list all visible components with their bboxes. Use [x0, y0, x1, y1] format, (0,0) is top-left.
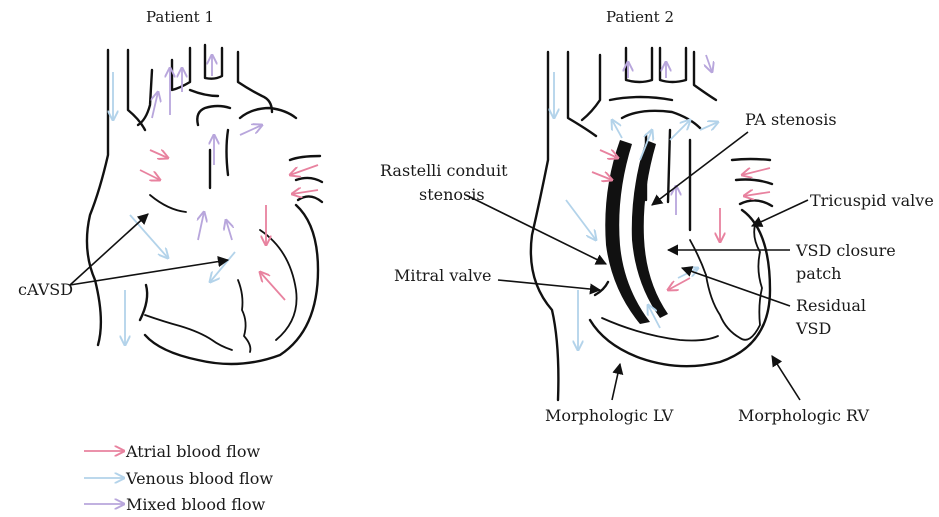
patient2-title: Patient 2: [606, 8, 674, 26]
morphologic-rv-label: Morphologic RV: [738, 406, 869, 425]
p2-atrial-arrow: [600, 150, 618, 158]
tricuspid-valve-label: Tricuspid valve: [810, 191, 934, 210]
vsd-patch-label-line2: patch: [796, 264, 841, 283]
p1-mixed-arrow: [240, 125, 262, 135]
p1-atrial-arrow: [290, 165, 318, 175]
rastelli-label-line2: stenosis: [419, 185, 485, 204]
morphologic-rv-pointer: [772, 356, 800, 400]
legend-mixed-label: Mixed blood flow: [126, 495, 266, 514]
morphologic-lv-label: Morphologic LV: [545, 406, 674, 425]
p1-venous-arrow: [130, 215, 168, 258]
patient1-flow-arrows: [113, 55, 318, 345]
p2-atrial-arrow: [744, 192, 770, 196]
rastelli-conduit: [605, 140, 668, 324]
rastelli-label-line1: Rastelli conduit: [380, 161, 508, 180]
pa-stenosis-label: PA stenosis: [745, 110, 837, 129]
residual-vsd-pointer: [682, 268, 790, 306]
p2-venous-arrow: [612, 120, 622, 138]
p1-mixed-arrow: [198, 212, 204, 240]
morphologic-lv-pointer: [612, 364, 620, 400]
p1-atrial-arrow: [292, 190, 318, 194]
p2-venous-arrow: [670, 120, 690, 140]
p1-atrial-arrow: [260, 272, 285, 300]
pa-stenosis-pointer: [652, 132, 748, 205]
p2-venous-arrow: [700, 122, 718, 130]
residual-vsd-label-line1: Residual: [796, 296, 866, 315]
p1-mixed-arrow: [152, 92, 158, 118]
p2-atrial-arrow: [592, 172, 612, 180]
patient1-title: Patient 1: [146, 8, 214, 26]
p1-venous-arrow: [210, 252, 235, 282]
tricuspid-pointer: [752, 200, 808, 226]
p1-atrial-arrow: [140, 170, 160, 180]
legend-venous-label: Venous blood flow: [125, 469, 273, 488]
p1-atrial-arrow: [150, 150, 168, 158]
rastelli-pointer: [466, 195, 606, 264]
mitral-pointer: [498, 280, 600, 290]
p2-atrial-arrow: [668, 278, 690, 290]
legend: Atrial blood flow Venous blood flow Mixe…: [84, 442, 273, 514]
p2-mixed-arrow: [706, 55, 712, 72]
patient1-heart: [87, 45, 322, 364]
mitral-valve-label: Mitral valve: [394, 266, 492, 285]
legend-atrial-label: Atrial blood flow: [125, 442, 260, 461]
vsd-patch-label-line1: VSD closure: [795, 241, 896, 260]
cavsd-label: cAVSD: [18, 280, 73, 299]
patient2-heart: [531, 48, 772, 400]
p2-atrial-arrow: [742, 168, 770, 175]
residual-vsd-label-line2: VSD: [795, 319, 831, 338]
p2-venous-arrow: [566, 200, 596, 240]
p1-mixed-arrow: [226, 220, 232, 240]
